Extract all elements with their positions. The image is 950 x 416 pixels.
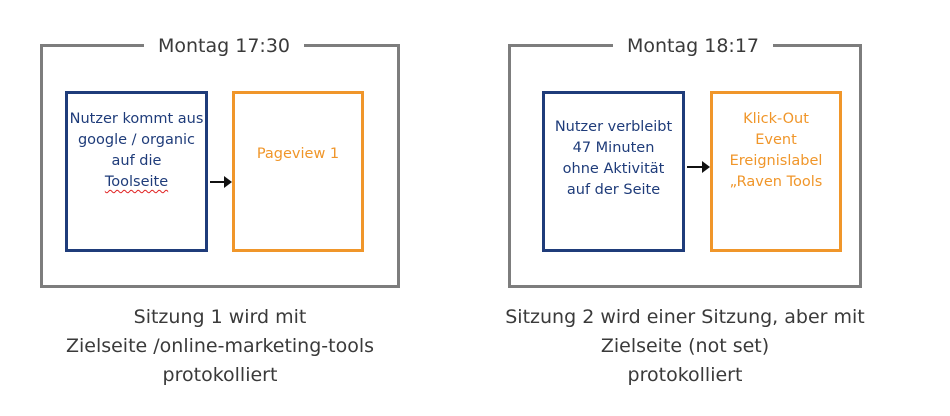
idle-line-1: Nutzer verbleibt (554, 119, 673, 135)
caption-2-line-3: protokolliert (627, 364, 743, 386)
session-1-pageview-box: Pageview 1 (232, 91, 364, 252)
source-line-2: google / organic (77, 132, 196, 148)
idle-line-3: ohne Aktivität (562, 161, 665, 177)
event-line-3: Ereignislabel (729, 153, 823, 169)
caption-1-line-3: protokolliert (162, 364, 278, 386)
event-line-4: „Raven Tools (729, 174, 823, 190)
session-2-event-box: Klick-Out Event Ereignislabel „Raven Too… (710, 91, 842, 252)
session-1-source-box: Nutzer kommt aus google / organic auf di… (65, 91, 208, 252)
event-line-2: Event (755, 132, 797, 148)
idle-line-4: auf der Seite (566, 182, 661, 198)
caption-1-line-1: Sitzung 1 wird mit (133, 306, 307, 328)
source-line-3: auf die (111, 153, 162, 169)
session-1-arrow (210, 176, 232, 188)
session-2-idle-box: Nutzer verbleibt 47 Minuten ohne Aktivit… (542, 91, 685, 252)
idle-line-2: 47 Minuten (572, 140, 655, 156)
session-2-time: Montag 18:17 (613, 34, 774, 58)
caption-2-line-1: Sitzung 2 wird einer Sitzung, aber mit (505, 306, 865, 328)
source-line-4: Toolseite (104, 174, 169, 190)
session-2-arrow (687, 161, 710, 173)
session-1-time: Montag 17:30 (144, 34, 305, 58)
event-line-1: Klick-Out (743, 111, 809, 127)
pageview-label: Pageview 1 (256, 146, 340, 162)
session-1-caption: Sitzung 1 wird mit Zielseite /online-mar… (40, 303, 400, 390)
source-line-1: Nutzer kommt aus (69, 111, 204, 127)
caption-2-line-2: Zielseite (not set) (600, 335, 770, 357)
caption-1-line-2: Zielseite /online-marketing-tools (65, 335, 375, 357)
session-2-caption: Sitzung 2 wird einer Sitzung, aber mit Z… (470, 303, 900, 390)
